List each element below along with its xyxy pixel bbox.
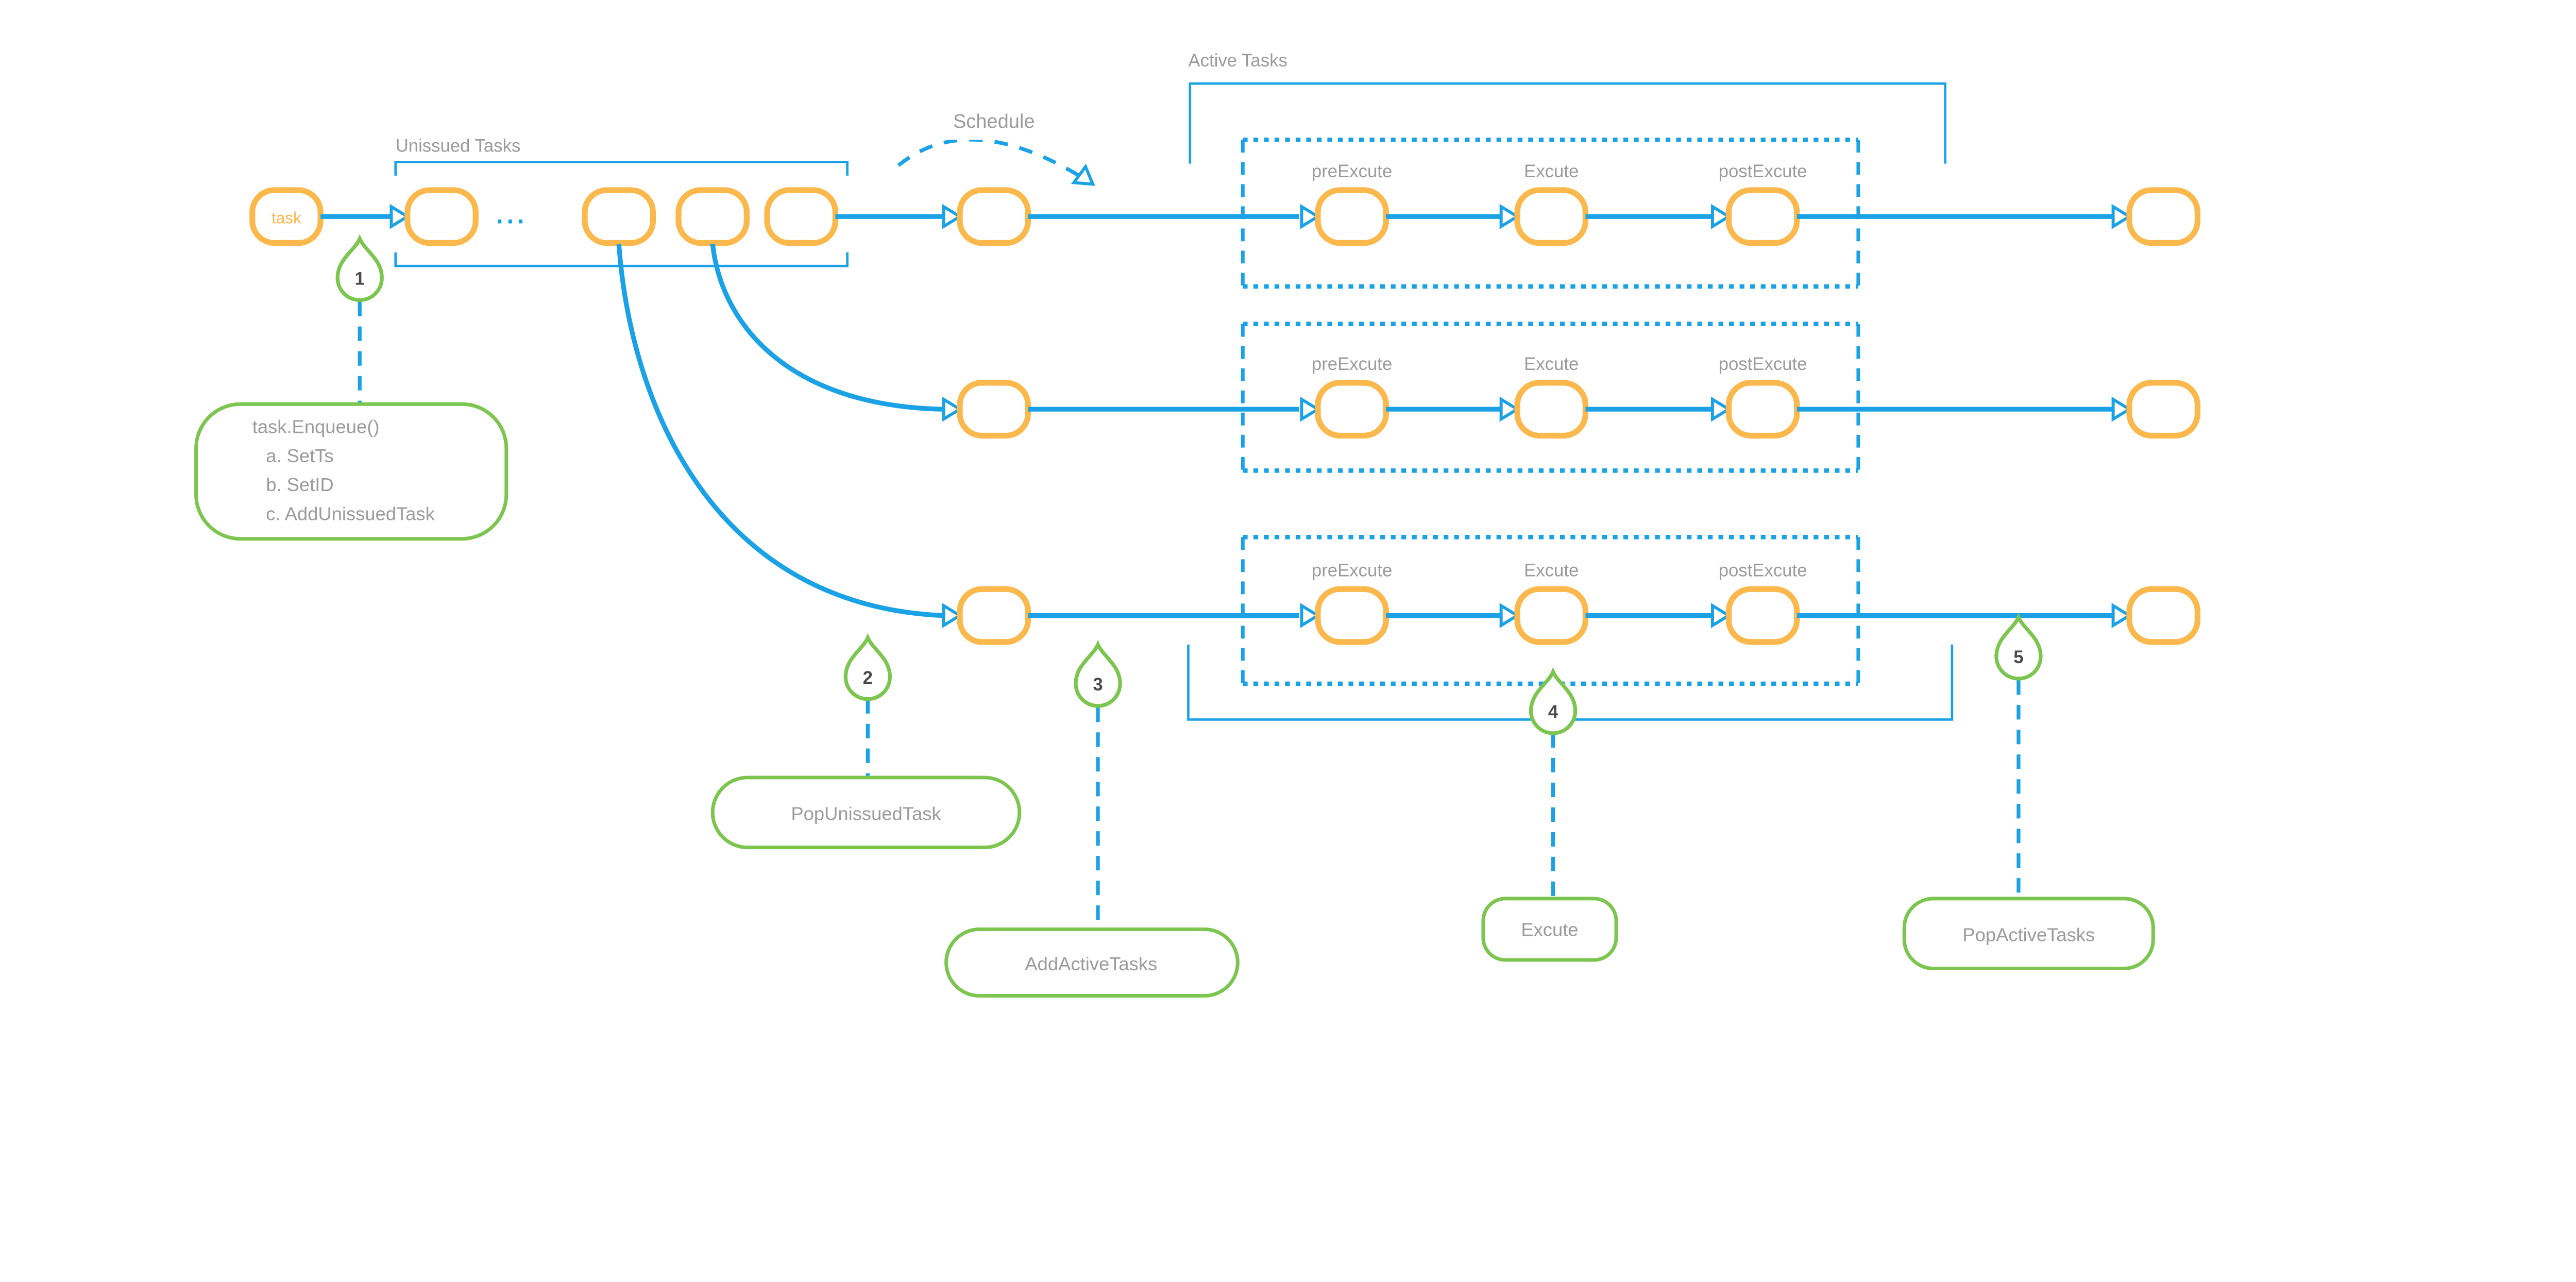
row1-preexcute-node bbox=[1315, 187, 1389, 246]
row3-postexcute-node bbox=[1725, 586, 1800, 645]
row3-done-node bbox=[2126, 586, 2201, 645]
row1-arrowhead-1-icon bbox=[1300, 204, 1321, 229]
row2-scheduled-node bbox=[957, 380, 1031, 439]
dispatch-curve-row2-arrowhead-icon bbox=[942, 396, 963, 422]
enqueue-box-shape bbox=[194, 402, 509, 541]
row3-arrowhead-2-icon bbox=[1499, 603, 1520, 629]
row3-preexcute-label: preExcute bbox=[1312, 561, 1392, 580]
enqueue-line-2: a. SetTs bbox=[266, 445, 333, 466]
row3-preexcute-node bbox=[1315, 586, 1389, 645]
popunissuedtask-label-box: PopUnissuedTask bbox=[710, 775, 1022, 850]
row2-arrowhead-3-icon bbox=[1710, 396, 1732, 422]
active-task-box-row1 bbox=[1241, 138, 1860, 289]
row2-postexcute-label: postExcute bbox=[1719, 355, 1807, 374]
schedule-annotation: Schedule bbox=[897, 98, 1095, 186]
marker-2-pin-icon bbox=[843, 633, 892, 701]
excute-box-shape bbox=[1481, 897, 1618, 962]
row3-arrowhead-1-icon bbox=[1300, 603, 1321, 629]
marker-5: 5 PopActiveTasks bbox=[1902, 612, 2155, 971]
row3-excute-label: Excute bbox=[1524, 561, 1579, 580]
popunissuedtask-box-shape bbox=[710, 775, 1022, 850]
active-tasks-label: Active Tasks bbox=[1188, 51, 1287, 71]
marker-1-pin-icon bbox=[335, 234, 384, 302]
row2-done-node bbox=[2126, 380, 2201, 439]
marker-1: 1 task.Enqueue() a. SetTs b. SetID c. Ad… bbox=[194, 234, 509, 541]
task-to-queue-arrowhead-icon bbox=[389, 204, 411, 229]
dispatch-curves bbox=[616, 243, 963, 629]
enqueue-line-4: c. AddUnissuedTask bbox=[266, 503, 435, 524]
worker-row-2: preExcute Excute postExcute bbox=[957, 322, 2201, 473]
unissued-tasks-bracket-top bbox=[394, 161, 849, 176]
unissued-task-queue: ... bbox=[404, 187, 963, 246]
row2-excute-node bbox=[1514, 380, 1589, 439]
row3-postexcute-label: postExcute bbox=[1719, 561, 1807, 580]
schedule-label-backdrop bbox=[930, 98, 1057, 140]
worker-row-1: preExcute Excute postExcute bbox=[957, 138, 2201, 289]
addactivetasks-label: AddActiveTasks bbox=[1025, 953, 1157, 974]
queue-node-4 bbox=[764, 187, 839, 246]
row1-scheduled-node bbox=[957, 187, 1031, 246]
task-node-label: task bbox=[272, 209, 301, 227]
row1-done-node bbox=[2126, 187, 2201, 246]
row1-excute-label: Excute bbox=[1524, 162, 1579, 181]
schedule-dashed-arc bbox=[897, 138, 1094, 186]
marker-4-pin-icon bbox=[1529, 667, 1578, 735]
row2-postexcute-node bbox=[1725, 380, 1800, 439]
row3-arrowhead-4-icon bbox=[2111, 603, 2132, 629]
excute-label: Excute bbox=[1521, 919, 1578, 940]
dispatch-curve-row3-arrowhead-icon bbox=[942, 603, 963, 629]
marker-4: 4 Excute bbox=[1481, 667, 1618, 962]
marker-4-number: 4 bbox=[1548, 702, 1558, 722]
row2-arrowhead-2-icon bbox=[1499, 396, 1520, 422]
task-scheduler-diagram: Unissued Tasks Active Tasks Schedule tas… bbox=[194, 51, 2201, 998]
addactivetasks-box-shape bbox=[944, 927, 1240, 998]
dispatch-curve-row3 bbox=[616, 243, 943, 618]
marker-2-number: 2 bbox=[863, 668, 873, 688]
row3-arrowhead-3-icon bbox=[1710, 603, 1732, 629]
row1-postexcute-label: postExcute bbox=[1719, 162, 1807, 181]
unissued-tasks-label: Unissued Tasks bbox=[396, 137, 521, 156]
schedule-label: Schedule bbox=[953, 111, 1035, 132]
row3-excute-node bbox=[1514, 586, 1589, 645]
addactivetasks-label-box: AddActiveTasks bbox=[944, 927, 1240, 998]
enqueue-line-1: task.Enqueue() bbox=[252, 416, 380, 437]
queue-node-1 bbox=[404, 187, 479, 246]
row2-arrowhead-4-icon bbox=[2111, 396, 2132, 422]
marker-3-number: 3 bbox=[1093, 675, 1103, 695]
marker-5-number: 5 bbox=[2013, 648, 2023, 667]
queue-node-3 bbox=[675, 187, 750, 246]
row1-postexcute-node bbox=[1725, 187, 1800, 246]
marker-1-number: 1 bbox=[355, 269, 365, 289]
row1-preexcute-label: preExcute bbox=[1312, 162, 1392, 181]
marker-2: 2 PopUnissuedTask bbox=[710, 633, 1022, 850]
worker-row-3: preExcute Excute postExcute bbox=[957, 535, 2201, 686]
queue-ellipsis: ... bbox=[496, 200, 528, 229]
task-source: task bbox=[249, 187, 411, 246]
row1-arrowhead-4-icon bbox=[2111, 204, 2132, 229]
row1-excute-node bbox=[1514, 187, 1589, 246]
popunissuedtask-label: PopUnissuedTask bbox=[791, 803, 941, 824]
enqueue-line-3: b. SetID bbox=[266, 474, 333, 495]
marker-5-pin-icon bbox=[1994, 612, 2043, 681]
popactivetasks-box-shape bbox=[1902, 897, 2155, 971]
row1-arrowhead-3-icon bbox=[1710, 204, 1732, 229]
row2-preexcute-label: preExcute bbox=[1312, 355, 1392, 374]
marker-3: 3 AddActiveTasks bbox=[944, 639, 1240, 998]
active-task-box-row2 bbox=[1241, 322, 1860, 473]
row1-arrowhead-2-icon bbox=[1499, 204, 1520, 229]
active-tasks-bracket-top bbox=[1189, 82, 1946, 164]
dispatch-curve-row2 bbox=[710, 243, 943, 412]
popactivetasks-label: PopActiveTasks bbox=[1962, 924, 2095, 946]
queue-node-2 bbox=[582, 187, 656, 246]
schedule-arrowhead-icon bbox=[1071, 163, 1095, 186]
queue-to-schedule-arrowhead-icon bbox=[942, 204, 963, 229]
excute-label-box: Excute bbox=[1481, 897, 1618, 962]
row2-excute-label: Excute bbox=[1524, 355, 1579, 374]
row3-scheduled-node bbox=[957, 586, 1031, 645]
row2-arrowhead-1-icon bbox=[1300, 396, 1321, 422]
popactivetasks-label-box: PopActiveTasks bbox=[1902, 897, 2155, 971]
marker-3-pin-icon bbox=[1074, 639, 1122, 708]
row2-preexcute-node bbox=[1315, 380, 1389, 439]
enqueue-label-box: task.Enqueue() a. SetTs b. SetID c. AddU… bbox=[194, 402, 509, 541]
